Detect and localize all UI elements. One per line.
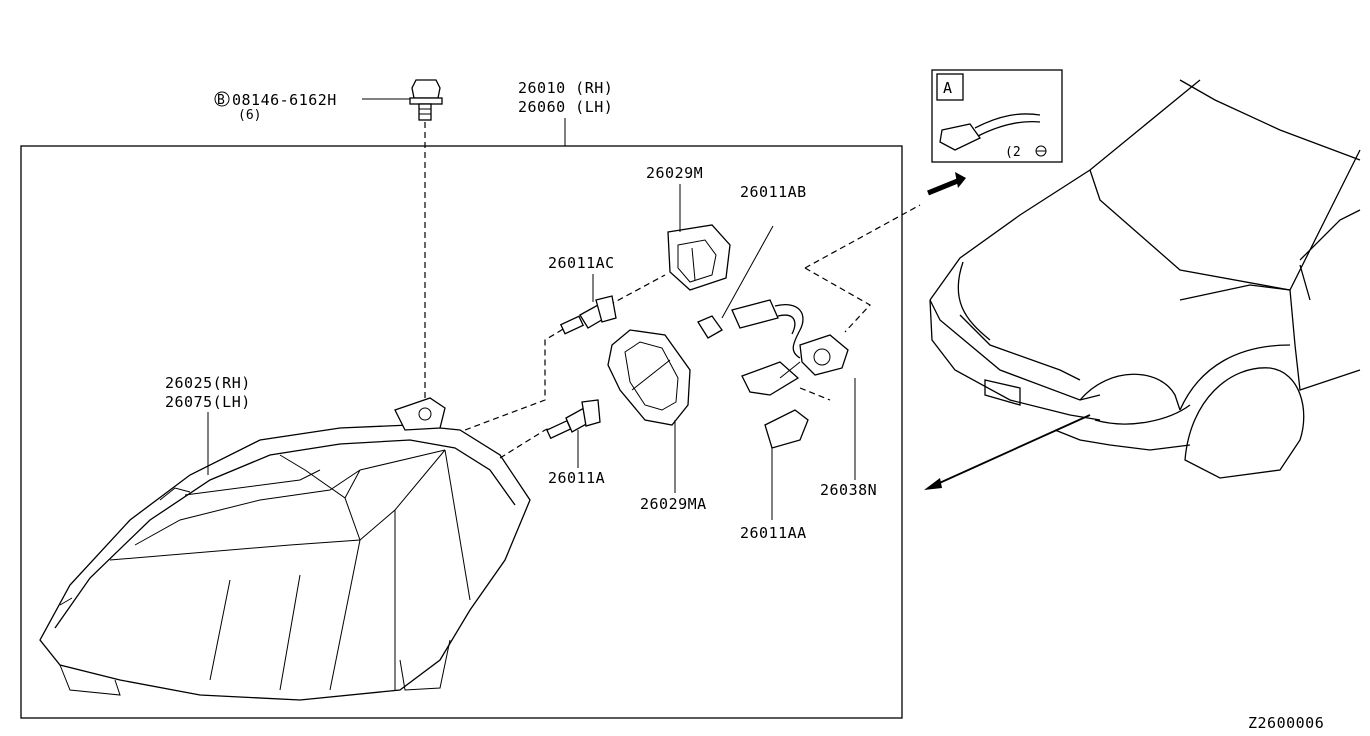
label-26029m[interactable]: 26029M bbox=[646, 164, 703, 182]
bulb-26011ab-icon bbox=[697, 315, 723, 339]
label-headlamp-lh[interactable]: 26060 (LH) bbox=[518, 98, 613, 116]
inset-a-frame bbox=[931, 69, 1063, 163]
headlamp-housing bbox=[39, 397, 531, 701]
inset-a-qty: (2 bbox=[1005, 145, 1021, 160]
bolt-icon bbox=[409, 79, 443, 121]
label-housing-lh[interactable]: 26075(LH) bbox=[165, 393, 251, 411]
label-26011ac[interactable]: 26011AC bbox=[548, 254, 615, 272]
bulb-26011aa-icon bbox=[764, 409, 809, 449]
label-26011ab[interactable]: 26011AB bbox=[740, 183, 807, 201]
diagram-code: Z2600006 bbox=[1248, 714, 1324, 732]
label-26029ma[interactable]: 26029MA bbox=[640, 495, 707, 513]
label-26011a[interactable]: 26011A bbox=[548, 469, 605, 487]
arrow-from-vehicle-icon bbox=[924, 414, 1091, 490]
harness-26038n-icon bbox=[731, 299, 849, 396]
vehicle-outline bbox=[929, 79, 1361, 479]
clip-symbol-icon bbox=[1035, 145, 1047, 157]
bolt-marker-icon: B bbox=[214, 91, 230, 108]
bulb-26011ac-icon bbox=[559, 295, 617, 335]
label-bolt-part[interactable]: 08146-6162H bbox=[232, 91, 337, 109]
label-housing-rh[interactable]: 26025(RH) bbox=[165, 374, 251, 392]
inset-a-label[interactable]: A bbox=[943, 79, 953, 97]
label-bolt-qty: (6) bbox=[238, 108, 261, 123]
label-26011aa[interactable]: 26011AA bbox=[740, 524, 807, 542]
connector-clip-icon bbox=[939, 113, 1041, 151]
inset-a-tag bbox=[936, 73, 964, 101]
label-headlamp-rh[interactable]: 26010 (RH) bbox=[518, 79, 613, 97]
svg-text:B: B bbox=[217, 93, 225, 108]
bulb-26011a-icon bbox=[546, 399, 601, 440]
ring-26029ma-icon bbox=[607, 329, 691, 426]
label-26038n[interactable]: 26038N bbox=[820, 481, 877, 499]
cap-26029m-icon bbox=[667, 224, 731, 291]
assembly-frame bbox=[20, 145, 903, 719]
arrow-to-inset-icon bbox=[927, 172, 966, 196]
